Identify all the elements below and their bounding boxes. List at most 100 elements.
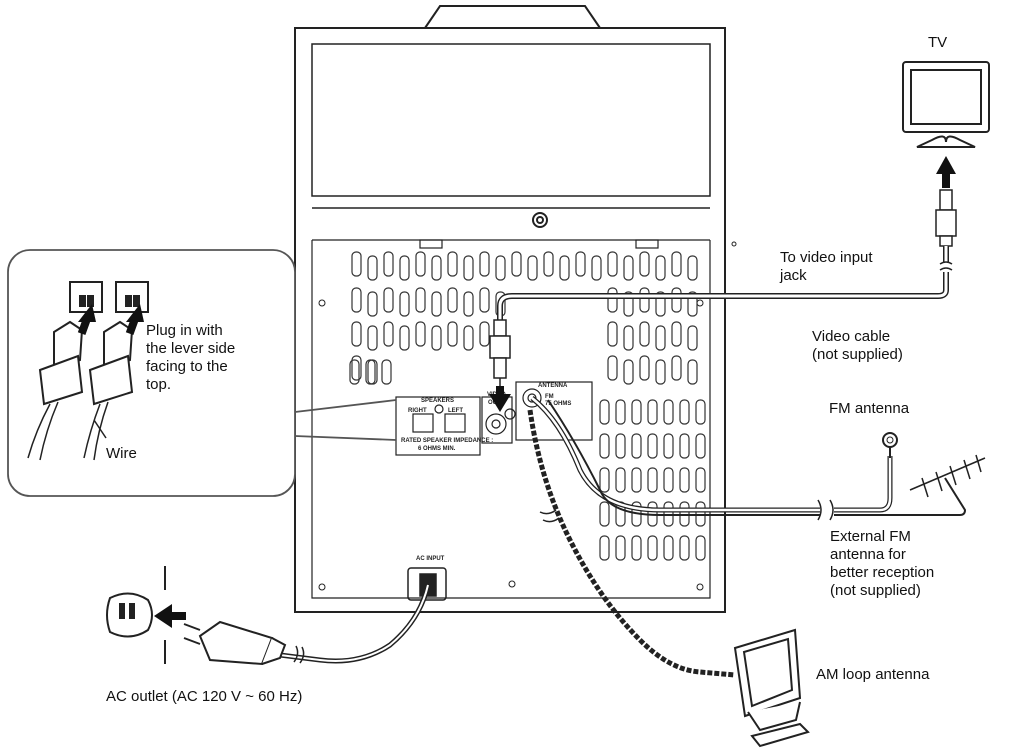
vent-slot	[527, 255, 538, 281]
vent-slot	[599, 501, 610, 527]
vent-slot	[647, 433, 658, 459]
panel-impedance-value: 6 OHMS MIN.	[418, 446, 456, 452]
vent-slot	[623, 359, 634, 385]
vent-slot	[463, 291, 474, 317]
vent-slot	[351, 251, 362, 277]
vent-slot	[399, 291, 410, 317]
vent-slot	[431, 325, 442, 351]
vent-slot	[639, 321, 650, 347]
vent-slot	[679, 467, 690, 493]
panel-antenna-label: ANTENNA	[538, 383, 568, 389]
vent-slot	[599, 467, 610, 493]
tv-label: TV	[928, 34, 948, 51]
ac-power-cord	[279, 584, 431, 664]
vent-slot	[695, 535, 706, 561]
vent-slot	[349, 359, 360, 385]
fm-antenna-wire	[530, 396, 898, 521]
vent-slot	[623, 325, 634, 351]
panel-ac-input-label: AC INPUT	[416, 556, 445, 562]
vent-slot	[695, 467, 706, 493]
arrow-to-outlet-icon	[154, 604, 186, 628]
am-loop-label: AM loop antenna	[816, 666, 930, 683]
wire-label: Wire	[106, 445, 137, 462]
vent-slot	[679, 399, 690, 425]
vent-slot	[599, 433, 610, 459]
tv-icon	[902, 61, 990, 148]
vent-slot	[615, 399, 626, 425]
vent-slot	[687, 325, 698, 351]
plug-in-label-1: Plug in with	[146, 322, 223, 339]
vent-slot	[463, 325, 474, 351]
vent-slot	[655, 291, 666, 317]
vent-slot	[463, 255, 474, 281]
vent-slot	[575, 251, 586, 277]
vent-slot	[599, 535, 610, 561]
vent-slot	[655, 325, 666, 351]
external-fm-label-3: better reception	[830, 564, 935, 581]
vent-slot	[679, 433, 690, 459]
vent-slot	[631, 535, 642, 561]
vent-slot	[687, 291, 698, 317]
vent-slot	[599, 399, 610, 425]
ac-outlet-icon	[106, 566, 166, 664]
vent-slot	[663, 433, 674, 459]
vent-slot	[607, 355, 618, 381]
vent-slot	[631, 433, 642, 459]
plug-in-label-4: top.	[146, 376, 172, 393]
vent-slot	[679, 535, 690, 561]
vent-slot	[479, 321, 490, 347]
vent-slot	[607, 287, 618, 313]
vent-slot	[607, 251, 618, 277]
vent-slot	[383, 321, 394, 347]
vent-slot	[351, 355, 362, 381]
vent-slot	[663, 399, 674, 425]
vent-slot	[447, 251, 458, 277]
to-video-input-label-2: jack	[780, 267, 807, 284]
panel-75ohms-label: 75 OHMS	[545, 401, 571, 407]
vent-slot	[639, 355, 650, 381]
vent-slot	[383, 287, 394, 313]
vent-slot	[431, 255, 442, 281]
vent-slot	[671, 251, 682, 277]
vent-slot	[479, 287, 490, 313]
vent-slot	[687, 359, 698, 385]
ac-outlet-label: AC outlet (AC 120 V ~ 60 Hz)	[106, 688, 303, 705]
vent-slot	[495, 255, 506, 281]
vent-slot	[695, 433, 706, 459]
vent-slot	[639, 287, 650, 313]
am-loop-antenna	[733, 628, 810, 748]
inset-wires	[27, 401, 109, 461]
vent-slot	[655, 359, 666, 385]
vent-slot	[415, 251, 426, 277]
vent-slot	[663, 535, 674, 561]
vent-slot	[351, 287, 362, 313]
vent-slot	[351, 321, 362, 347]
inset-arrows	[77, 304, 144, 335]
vent-slot	[647, 399, 658, 425]
inset-speaker-plugs	[38, 281, 149, 406]
panel-right-label: RIGHT	[408, 408, 427, 414]
external-fm-label-4: (not supplied)	[830, 582, 921, 599]
to-video-input-label-1: To video input	[780, 249, 873, 266]
vent-slot	[367, 291, 378, 317]
arrow-to-video-jack-icon	[489, 386, 511, 412]
vent-slot	[671, 321, 682, 347]
speaker-terminal-panel	[395, 381, 593, 456]
vent-slot	[399, 325, 410, 351]
vent-slot	[367, 325, 378, 351]
external-fm-antenna	[547, 399, 986, 516]
external-fm-label-1: External FM	[830, 528, 911, 545]
vent-slot	[631, 399, 642, 425]
arrow-to-tv-icon	[936, 156, 956, 188]
external-fm-label-2: antenna for	[830, 546, 906, 563]
panel-fm-label: FM	[545, 394, 554, 400]
vent-slot	[647, 467, 658, 493]
vent-slots	[349, 251, 706, 561]
vent-slot	[447, 287, 458, 313]
ac-plug	[183, 620, 287, 666]
panel-speakers-label: SPEAKERS	[421, 398, 454, 404]
vent-slot	[559, 255, 570, 281]
vent-slot	[367, 255, 378, 281]
vent-slot	[365, 359, 376, 385]
